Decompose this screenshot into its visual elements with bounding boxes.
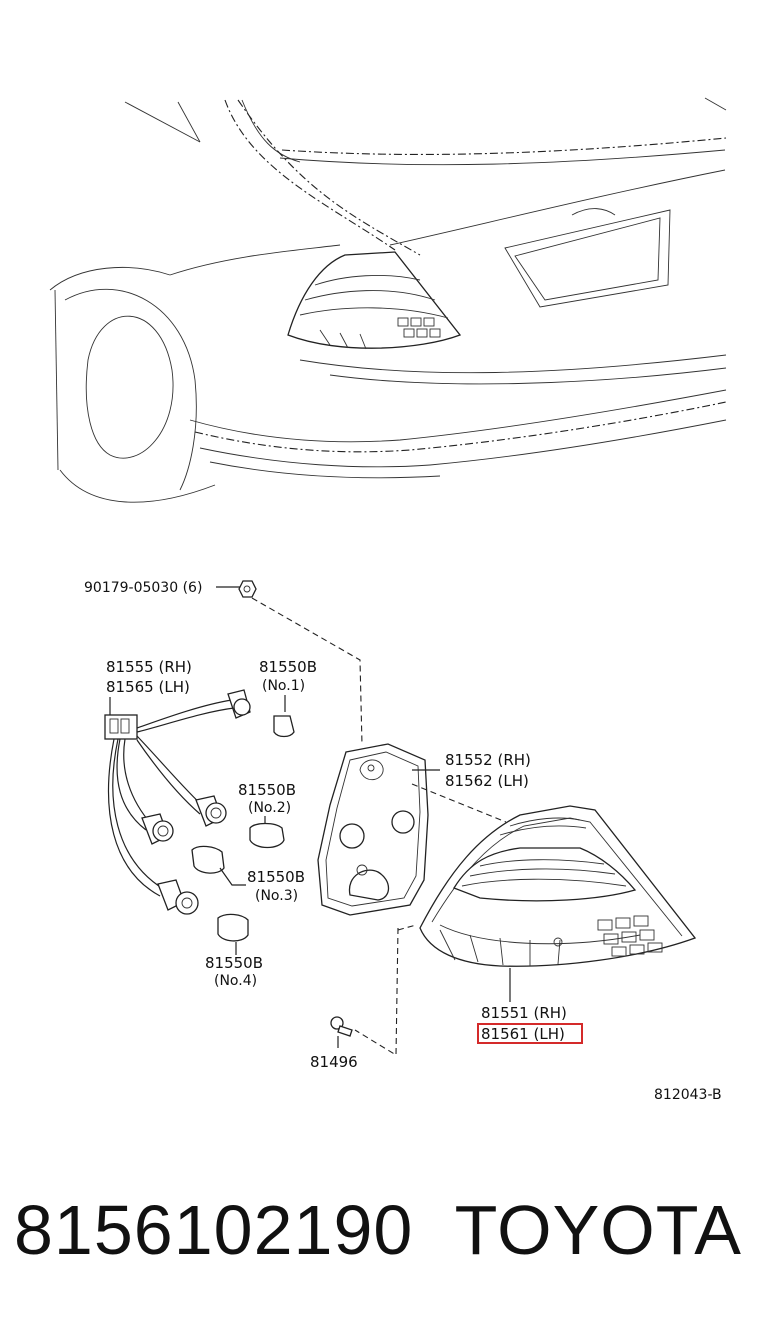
tail-lamp-part: 81551 (RH) 81561 (LH) (354, 805, 697, 1056)
socket-icon (195, 795, 227, 827)
nut-part: 90179-05030 (6) (84, 580, 363, 746)
bulb-icon (191, 845, 225, 874)
parts-diagram: 90179-05030 (6) 81555 (RH) 81565 (LH) (49, 97, 727, 1103)
callout-clip: 81496 (310, 1053, 358, 1071)
callout-bulb1-code: 81550B (259, 658, 317, 676)
callout-wire-rh: 81555 (RH) (106, 658, 192, 676)
callout-gasket-lh: 81562 (LH) (445, 772, 529, 790)
socket-icon (141, 813, 174, 845)
callout-nut: 90179-05030 (6) (84, 580, 202, 596)
callout-lamp-rh: 81551 (RH) (481, 1004, 567, 1022)
callout-bulb3-no: (No.3) (255, 888, 298, 904)
car-rear-illustration (49, 97, 727, 503)
figure-reference: 812043-B (654, 1087, 722, 1103)
socket-icon (227, 689, 251, 719)
product-footer: 8156102190 TOYOTA (0, 1180, 760, 1290)
part-number: 8156102190 (14, 1191, 414, 1269)
bulb-no1-part: 81550B (No.1) (259, 658, 317, 738)
bulb-no3-part: 81550B (No.3) (191, 845, 305, 904)
nut-icon (238, 580, 257, 598)
callout-bulb4-no: (No.4) (214, 973, 257, 989)
callout-bulb2-code: 81550B (238, 781, 296, 799)
clip-part: 81496 (310, 1016, 358, 1071)
gasket-plate-icon (317, 743, 429, 916)
callout-bulb3-code: 81550B (247, 868, 305, 886)
callout-bulb4-code: 81550B (205, 954, 263, 972)
socket-icon (157, 879, 199, 915)
callout-lamp-lh: 81561 (LH) (481, 1025, 565, 1043)
callout-gasket-rh: 81552 (RH) (445, 751, 531, 769)
wire-harness-part: 81555 (RH) 81565 (LH) (104, 658, 251, 915)
brand-name: TOYOTA (454, 1191, 742, 1269)
callout-bulb2-no: (No.2) (248, 800, 291, 816)
bulb-icon (273, 715, 295, 738)
gasket-part: 81552 (RH) 81562 (LH) (317, 743, 531, 916)
bulb-icon (249, 822, 285, 849)
bulb-icon (217, 913, 249, 942)
callout-wire-lh: 81565 (LH) (106, 678, 190, 696)
highlight-box (477, 1023, 583, 1044)
bulb-no4-part: 81550B (No.4) (205, 913, 263, 989)
bulb-no2-part: 81550B (No.2) (238, 781, 296, 849)
callout-bulb1-no: (No.1) (262, 678, 305, 694)
